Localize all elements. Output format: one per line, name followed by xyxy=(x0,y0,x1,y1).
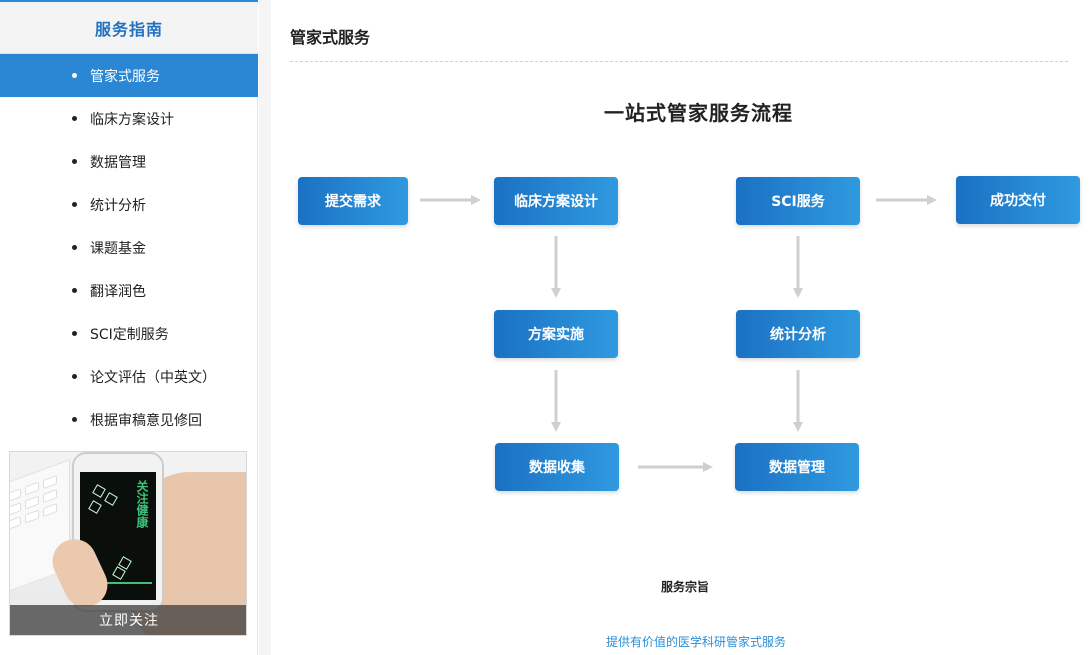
service-motto-title: 服务宗旨 xyxy=(660,580,709,594)
sidebar-item-label: 翻译润色 xyxy=(90,283,146,300)
hexagon-icon xyxy=(88,500,102,514)
hexagon-icon xyxy=(92,484,106,498)
sidebar: 服务指南 管家式服务 临床方案设计 数据管理 统计分析 课题基金 翻译润色 SC… xyxy=(0,0,258,655)
sidebar-item-revision[interactable]: 根据审稿意见修回 xyxy=(0,398,258,441)
bullet-icon xyxy=(72,202,77,207)
sidebar-title: 服务指南 xyxy=(94,19,163,39)
bullet-icon xyxy=(72,374,77,379)
sidebar-item-label: 临床方案设计 xyxy=(90,111,174,128)
bullet-icon xyxy=(72,159,77,164)
sidebar-header: 服务指南 xyxy=(0,2,258,54)
flow-title: 一站式管家服务流程 xyxy=(604,101,793,125)
step-statistics: 统计分析 xyxy=(736,310,860,358)
sidebar-item-label: 课题基金 xyxy=(90,240,146,257)
step-sci-service: SCI服务 xyxy=(736,177,860,225)
sidebar-item-sci-custom[interactable]: SCI定制服务 xyxy=(0,312,258,355)
phone-image: 关注健康 xyxy=(72,452,164,612)
follow-promo-banner[interactable]: 关注健康 立即关注 xyxy=(9,451,247,636)
content-gutter xyxy=(259,0,271,655)
bullet-icon xyxy=(72,245,77,250)
sidebar-item-label: 数据管理 xyxy=(90,154,146,171)
sidebar-top-accent xyxy=(0,0,258,2)
sidebar-item-data-management[interactable]: 数据管理 xyxy=(0,140,258,183)
sidebar-item-paper-evaluation[interactable]: 论文评估（中英文） xyxy=(0,355,258,398)
sidebar-item-translation[interactable]: 翻译润色 xyxy=(0,269,258,312)
main-content: 管家式服务 一站式管家服务流程 xyxy=(271,0,1092,655)
sidebar-item-label: 根据审稿意见修回 xyxy=(90,412,202,429)
title-divider xyxy=(290,61,1068,62)
step-clinical-design: 临床方案设计 xyxy=(494,177,618,225)
hexagon-icon xyxy=(104,492,118,506)
sidebar-item-research-fund[interactable]: 课题基金 xyxy=(0,226,258,269)
step-submit-request: 提交需求 xyxy=(298,177,408,225)
phone-screen-text: 关注健康 xyxy=(135,480,149,528)
sidebar-item-statistics[interactable]: 统计分析 xyxy=(0,183,258,226)
bullet-icon xyxy=(72,417,77,422)
sidebar-item-label: 管家式服务 xyxy=(90,68,160,85)
follow-now-caption[interactable]: 立即关注 xyxy=(10,605,246,635)
step-data-collection: 数据收集 xyxy=(495,443,619,491)
page-title: 管家式服务 xyxy=(290,28,371,47)
step-data-management: 数据管理 xyxy=(735,443,859,491)
step-implementation: 方案实施 xyxy=(494,310,618,358)
bullet-icon xyxy=(72,331,77,336)
sidebar-item-butler-service[interactable]: 管家式服务 xyxy=(0,54,258,97)
bullet-icon xyxy=(72,73,77,78)
bullet-icon xyxy=(72,288,77,293)
bullet-icon xyxy=(72,116,77,121)
sidebar-nav: 管家式服务 临床方案设计 数据管理 统计分析 课题基金 翻译润色 SCI定制服务… xyxy=(0,54,258,441)
sidebar-item-label: SCI定制服务 xyxy=(90,326,169,343)
heartbeat-line xyxy=(84,582,152,584)
sidebar-item-label: 统计分析 xyxy=(90,197,146,214)
sidebar-item-clinical-design[interactable]: 临床方案设计 xyxy=(0,97,258,140)
service-motto-text: 提供有价值的医学科研管家式服务 xyxy=(605,635,786,649)
step-success-delivery: 成功交付 xyxy=(956,176,1080,224)
sidebar-item-label: 论文评估（中英文） xyxy=(90,369,216,386)
